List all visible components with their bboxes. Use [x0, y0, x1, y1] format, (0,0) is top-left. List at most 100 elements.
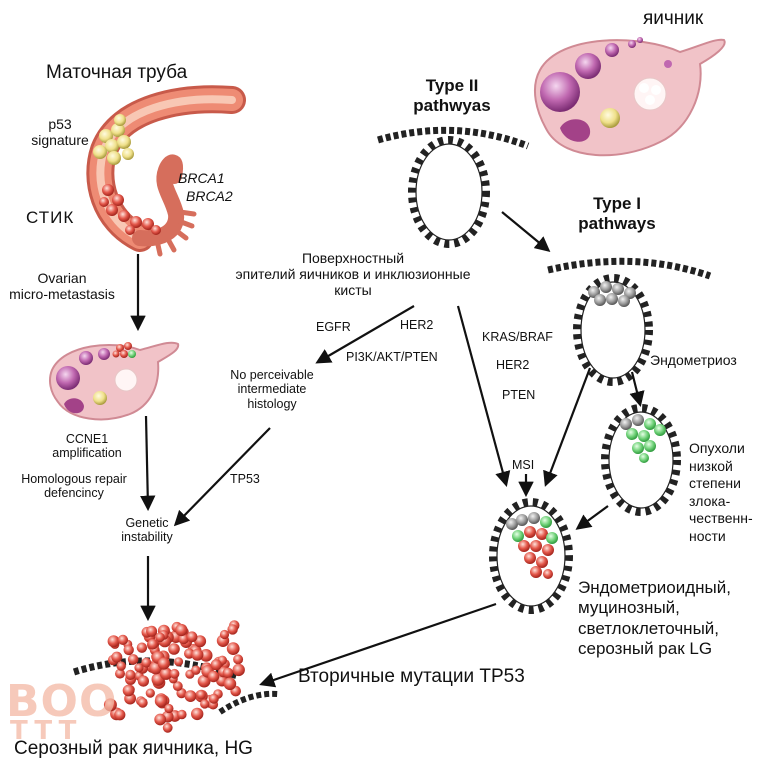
tumor-cell [197, 674, 211, 688]
tumor-cell [115, 668, 125, 679]
tumor-cell [103, 698, 117, 712]
endometriosis-cyst [573, 274, 653, 386]
tumor-cell [174, 657, 184, 667]
type1-epithelium-surface [547, 257, 712, 280]
label-kras-braf: KRAS/BRAF [482, 330, 553, 344]
tumor-cell [219, 629, 230, 640]
tumor-cell [196, 690, 206, 700]
tumor-cell [208, 693, 219, 704]
tumor-cell [164, 703, 174, 714]
label-hg-serous-cancer: Серозный рак яичника, HG [14, 738, 253, 759]
tumor-cell [172, 681, 183, 692]
tumor-cell [116, 661, 126, 671]
arrow-ovary-to-genetic-instability [140, 415, 156, 512]
watermark-line1: BOO [6, 676, 118, 727]
label-pten: PTEN [502, 388, 536, 402]
tumor-cell [226, 642, 240, 655]
tumor-cell [200, 699, 210, 709]
fallopian-tube-illustration [86, 85, 246, 257]
tumor-cell [141, 657, 152, 668]
label-secondary-tp53-mutations: Вторичные мутации TP53 [298, 666, 525, 687]
label-stic: СТИК [26, 208, 75, 227]
arrow-endometriosis-to-low-grade [629, 371, 645, 407]
tumor-cell [145, 688, 155, 698]
p53-signature-cells [93, 114, 134, 165]
hg-serous-tumor [72, 620, 279, 733]
tumor-cell [111, 651, 123, 663]
tumor-cell [154, 713, 167, 726]
label-pi3k: PI3K/AKT/PTEN [346, 350, 438, 364]
tumor-cell [169, 668, 180, 679]
tumor-cell [177, 709, 187, 720]
tumor-cell [157, 657, 170, 670]
tumor-cell [178, 633, 189, 645]
arrow-surface-to-no-intermediate [315, 305, 415, 364]
tumor-cell [222, 667, 234, 679]
tumor-cell [186, 631, 198, 643]
tumor-cell [123, 644, 134, 656]
label-her2-mid: HER2 [496, 358, 530, 372]
tumor-cell [137, 697, 148, 708]
tumor-cell [147, 638, 158, 650]
tumor-cell [146, 625, 158, 637]
tumor-cell [199, 649, 213, 662]
low-grade-tumor-cyst [601, 404, 681, 516]
tumor-cell [207, 670, 220, 683]
arrow-lg-to-hg [259, 602, 497, 688]
tumor-cell [210, 659, 222, 671]
stic-cells [99, 184, 161, 235]
label-ovary: яичник [643, 8, 704, 29]
tumor-cell [184, 690, 197, 702]
label-endometriosis: Эндометриоз [650, 352, 737, 368]
arrow-no-intermediate-tp53 [173, 427, 271, 527]
label-tp53: TP53 [230, 472, 260, 486]
tumor-cell [159, 667, 173, 680]
tumor-cell [107, 635, 120, 648]
type2-epithelium-surface [377, 126, 530, 150]
tumor-cell [223, 677, 237, 691]
micrometastasis-cells [112, 342, 136, 358]
arrow-type2-to-type1 [501, 211, 551, 252]
fimbria [153, 209, 197, 257]
arrows [130, 211, 645, 688]
tumor-cell [117, 634, 128, 646]
ovary-illustration-top [533, 37, 726, 157]
arrow-surface-to-lg [456, 305, 511, 487]
tumor-cell [154, 695, 167, 708]
tumor-cell [191, 665, 201, 675]
tumor-cell [127, 654, 139, 665]
tumor-cell [162, 722, 173, 733]
label-fallopian-tube: Маточная труба [46, 62, 188, 83]
tumor-cell [227, 624, 238, 635]
tumor-cell [136, 642, 148, 653]
label-brca1: BRCA1 [178, 170, 225, 186]
tumor-cell [125, 669, 136, 681]
tumor-cell [114, 709, 126, 721]
inclusion-cyst-type2 [408, 136, 490, 248]
tumor-cell [137, 675, 149, 687]
tumor-cell [191, 648, 204, 661]
tumor-cell [191, 707, 204, 721]
label-lg-carcinomas: Эндометриоидный,муцинозный, светлоклеточ… [578, 578, 731, 659]
label-her2-left: HER2 [400, 318, 434, 332]
tumor-cell [134, 663, 144, 673]
label-egfr: EGFR [316, 320, 351, 334]
tumor-cell [175, 623, 188, 637]
tumor-cell [168, 643, 180, 655]
tumor-cell [155, 632, 165, 643]
tumor-cell [233, 654, 244, 665]
lg-carcinoma-cyst [489, 498, 573, 614]
watermark-line2: TTT [10, 716, 83, 746]
tumor-cell [232, 663, 245, 677]
tumor-cell [122, 684, 135, 697]
